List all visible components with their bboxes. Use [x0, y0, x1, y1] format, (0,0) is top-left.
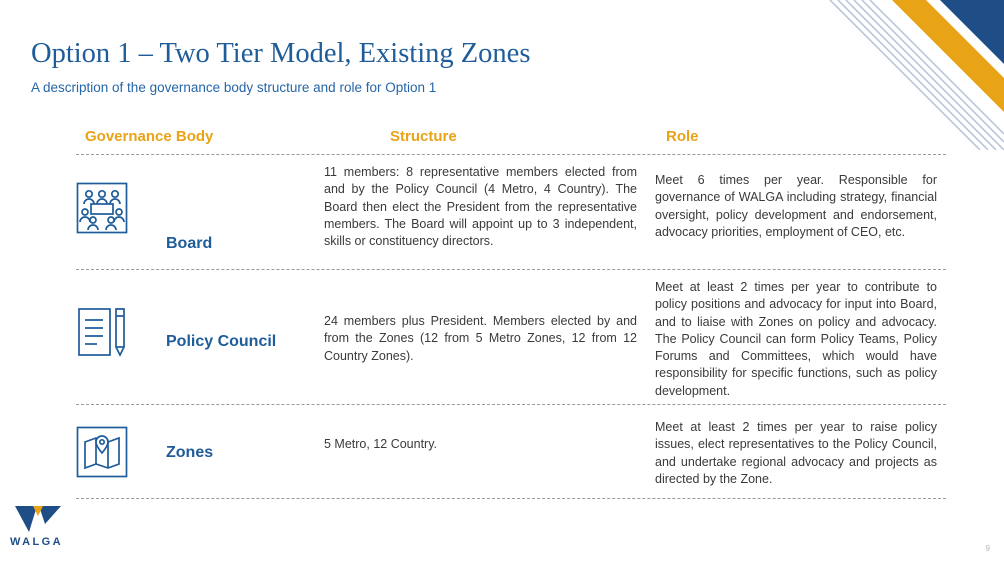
meeting-board-icon	[76, 182, 128, 234]
table-row-zones: Zones 5 Metro, 12 Country. Meet at least…	[76, 405, 946, 498]
logo-wordmark: WALGA	[10, 536, 63, 548]
row-role-board: Meet 6 times per year. Responsible for g…	[655, 173, 937, 239]
divider	[76, 498, 946, 499]
row-structure-policy-council: 24 members plus President. Members elect…	[324, 314, 637, 363]
page-number: 9	[985, 544, 990, 553]
header-structure: Structure	[390, 128, 457, 145]
table-row-board: Board 11 members: 8 representative membe…	[76, 155, 946, 269]
row-structure-board: 11 members: 8 representative members ele…	[324, 165, 637, 249]
walga-logo: WALGA	[10, 504, 72, 548]
document-pen-icon	[76, 306, 128, 358]
map-pin-icon	[76, 426, 128, 478]
divider	[76, 269, 946, 270]
table-row-policy-council: Policy Council 24 members plus President…	[76, 270, 946, 404]
page-title: Option 1 – Two Tier Model, Existing Zone…	[31, 38, 531, 69]
row-role-policy-council: Meet at least 2 times per year to contri…	[655, 280, 937, 398]
divider	[76, 154, 946, 155]
row-structure-zones: 5 Metro, 12 Country.	[324, 437, 438, 451]
row-name-zones: Zones	[166, 444, 214, 461]
page-subtitle: A description of the governance body str…	[31, 80, 437, 95]
row-role-zones: Meet at least 2 times per year to raise …	[655, 420, 937, 486]
row-name-policy-council: Policy Council	[166, 333, 277, 350]
walga-logo-mark-icon	[15, 506, 61, 532]
governance-table: Governance Body Structure Role	[76, 124, 946, 499]
header-role: Role	[666, 128, 699, 145]
divider	[76, 404, 946, 405]
row-name-board: Board	[166, 235, 213, 252]
header-governance-body: Governance Body	[85, 128, 214, 145]
corner-stripes-decoration	[829, 0, 1004, 150]
table-header: Governance Body Structure Role	[76, 124, 946, 154]
